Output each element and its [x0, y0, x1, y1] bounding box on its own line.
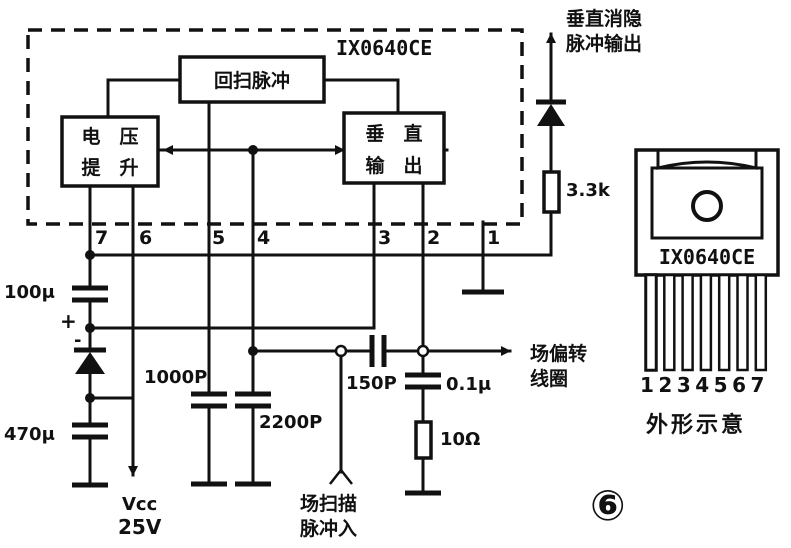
output-damper: 0.1μ 10Ω: [405, 372, 491, 496]
package-pin-leg: [644, 273, 658, 372]
figure-number: ⑥: [590, 481, 626, 530]
ic-internal-wiring: [106, 78, 400, 155]
ic-boundary: [26, 28, 524, 226]
svg-text:5: 5: [212, 227, 225, 249]
label-yoke-1: 场偏转: [530, 342, 587, 365]
package-pin-leg: [736, 273, 749, 372]
svg-text:输 出: 输 出: [365, 154, 422, 177]
svg-text:3.3k: 3.3k: [566, 180, 611, 201]
label-yoke-2: 线圈: [530, 367, 568, 390]
capacitor-1000p: 1000P: [144, 367, 227, 487]
package-pin-numbers: 1234567: [640, 373, 769, 397]
block-voltage-boost: 电 压 提 升: [60, 115, 160, 188]
pin1-ground-and-blank-path: [88, 210, 553, 295]
package-pin-leg: [754, 273, 768, 372]
svg-text:电 压: 电 压: [81, 125, 138, 148]
package-outline: IX0640CE: [634, 148, 780, 372]
svg-text:100μ: 100μ: [4, 282, 55, 303]
capacitor-2200p: 2200P: [235, 391, 322, 487]
package-title: 外形示意: [646, 412, 746, 438]
label-vcc-voltage: 25V: [118, 515, 162, 539]
resistor-3.3k: 3.3k: [542, 170, 611, 214]
svg-text:+: +: [60, 309, 77, 333]
package-pin-leg: [717, 273, 731, 372]
diode-supply: -: [74, 326, 106, 400]
label-input-1: 场扫描: [300, 492, 357, 515]
svg-text:1000P: 1000P: [144, 367, 207, 388]
svg-text:4: 4: [257, 227, 270, 249]
svg-text:6: 6: [139, 227, 152, 249]
package-pin-leg: [681, 273, 694, 372]
svg-text:10Ω: 10Ω: [440, 429, 480, 450]
svg-text:-: -: [74, 330, 81, 351]
svg-text:垂 直: 垂 直: [365, 122, 422, 145]
svg-text:470μ: 470μ: [4, 424, 55, 445]
pin-numbers: 7 6 5 4 3 2 1: [95, 227, 500, 249]
package-pin-leg: [663, 273, 676, 372]
package-pin-legs: [644, 273, 768, 372]
package-pin-leg: [699, 273, 713, 372]
label-vcc: Vcc: [122, 494, 157, 515]
block-vertical-output: 垂 直 输 出: [342, 111, 446, 185]
diode-blank: [536, 99, 566, 126]
svg-text:2: 2: [427, 227, 440, 249]
capacitor-470u: 470μ: [4, 396, 108, 488]
junction-pin4-internal: [248, 145, 258, 155]
label-input-2: 脉冲入: [299, 517, 357, 540]
package-part-number: IX0640CE: [659, 245, 755, 269]
svg-text:7: 7: [95, 227, 108, 249]
ic-part-number: IX0640CE: [336, 36, 432, 60]
svg-text:2200P: 2200P: [259, 412, 322, 433]
capacitor-100u: 100μ +: [4, 253, 108, 333]
svg-text:回扫脉冲: 回扫脉冲: [214, 69, 290, 92]
input-network: 150P: [251, 335, 512, 485]
svg-text:1: 1: [487, 227, 500, 249]
svg-text:3: 3: [378, 227, 391, 249]
svg-text:提 升: 提 升: [81, 156, 138, 179]
svg-text:150P: 150P: [346, 373, 397, 394]
junction-pin7: [85, 250, 95, 260]
svg-text:0.1μ: 0.1μ: [446, 374, 491, 395]
label-blank-out-2: 脉冲输出: [565, 32, 642, 55]
label-blank-out-1: 垂直消隐: [566, 7, 642, 30]
block-flyback-pulse: 回扫脉冲: [178, 55, 326, 104]
